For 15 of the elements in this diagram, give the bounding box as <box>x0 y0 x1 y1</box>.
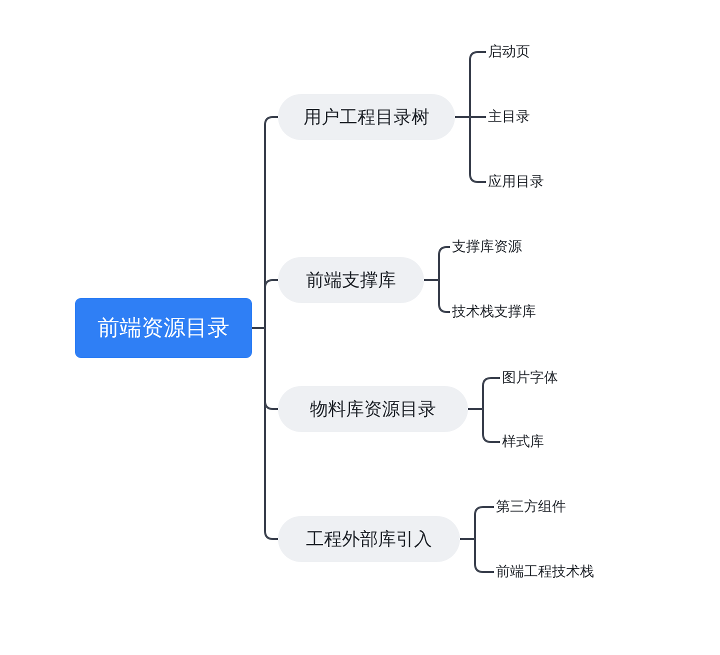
subtopic-label: 第三方组件 <box>494 497 568 517</box>
subtopic-label: 启动页 <box>486 42 532 62</box>
root-box: 前端资源目录 <box>75 298 252 358</box>
topic-box: 工程外部库引入 <box>278 516 460 562</box>
subtopic-label: 应用目录 <box>486 172 546 192</box>
topic-box: 物料库资源目录 <box>278 386 468 432</box>
topic-box: 前端支撑库 <box>278 257 424 303</box>
subtopic-label: 图片字体 <box>500 368 560 388</box>
subtopic-label: 前端工程技术栈 <box>494 562 596 582</box>
subtopic-label: 样式库 <box>500 432 546 452</box>
subtopic-label: 技术栈支撑库 <box>450 302 538 322</box>
topic-box: 用户工程目录树 <box>278 94 455 140</box>
subtopic-label: 主目录 <box>486 107 532 127</box>
connector-line <box>460 538 494 573</box>
subtopic-label: 支撑库资源 <box>450 237 524 257</box>
